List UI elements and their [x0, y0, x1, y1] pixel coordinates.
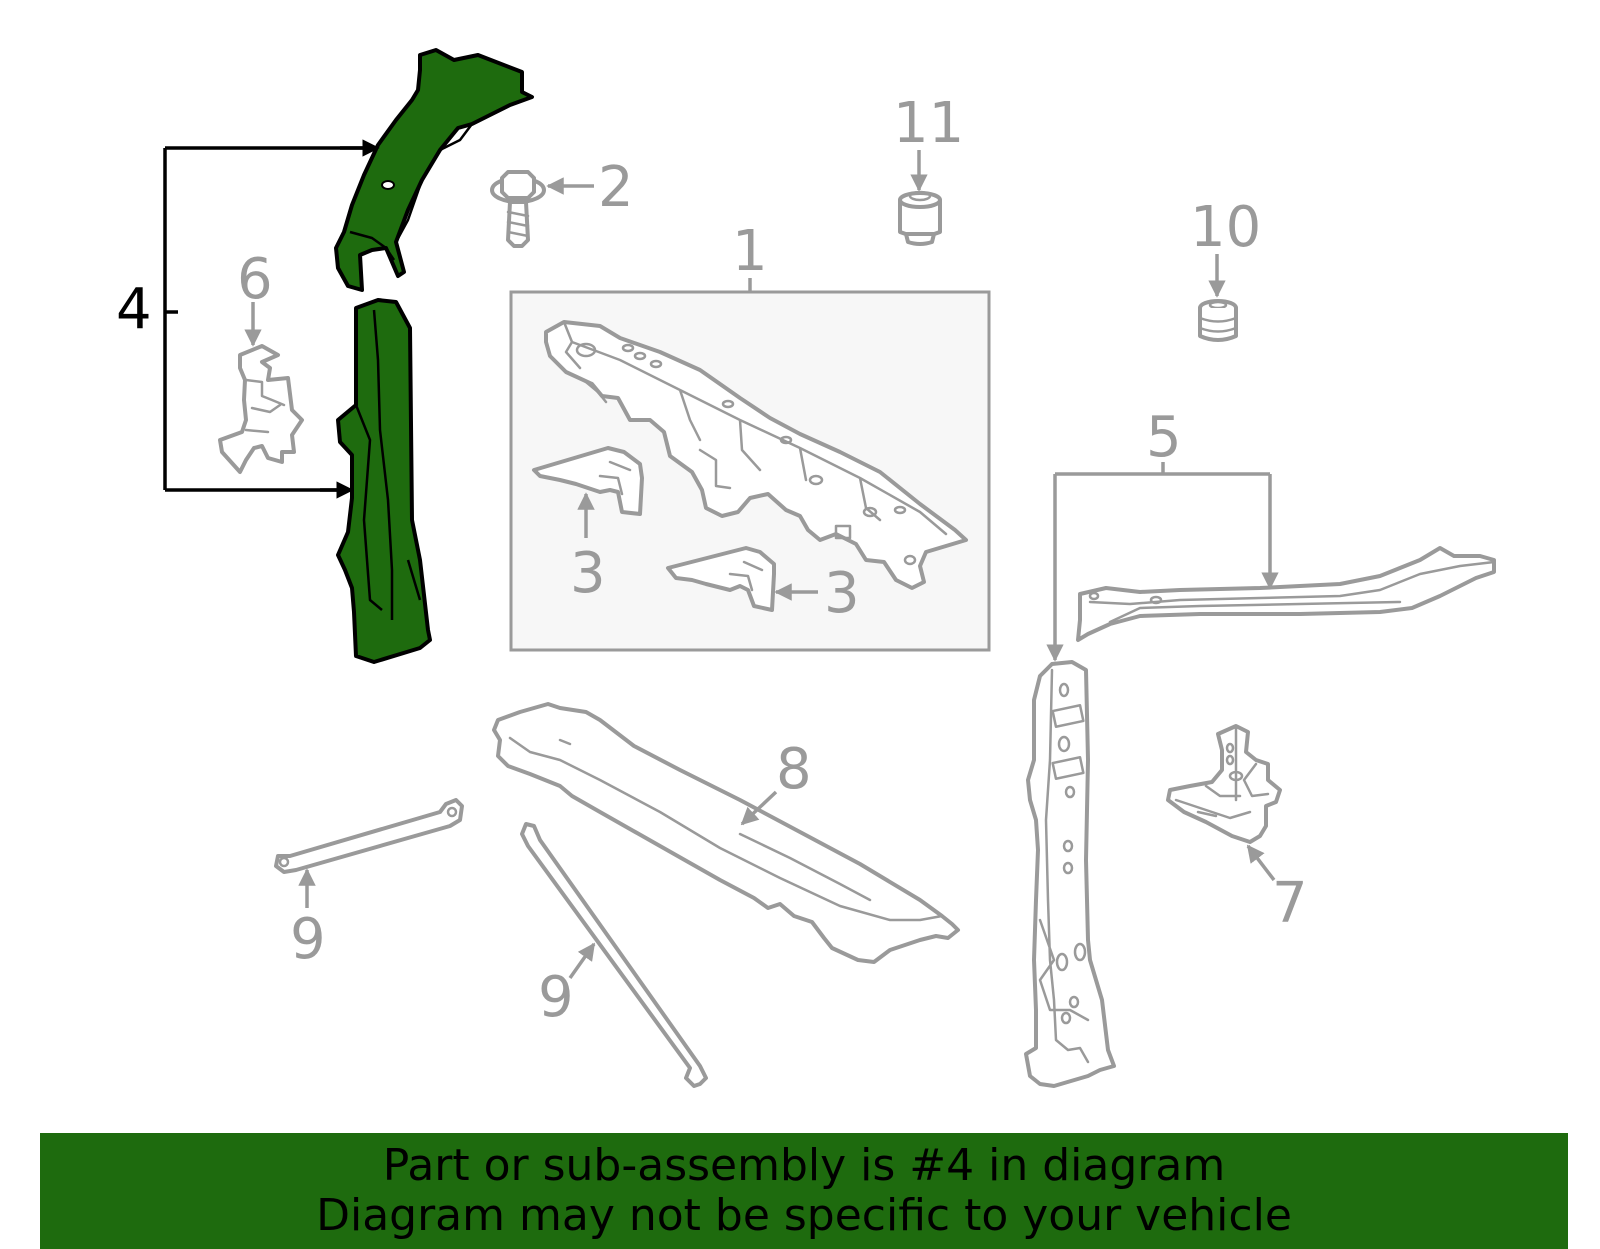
banner-line-1: Part or sub-assembly is #4 in diagram [382, 1140, 1226, 1191]
callout-10: 10 [1190, 195, 1261, 260]
part-4-lower-support[interactable] [336, 298, 432, 664]
part-5-upper-member[interactable] [1076, 546, 1496, 642]
part-2-bolt[interactable] [490, 170, 546, 248]
callout-4-leader [163, 139, 380, 499]
part-10-bushing[interactable] [1198, 299, 1238, 342]
callout-7-leader [1246, 844, 1276, 882]
callout-3a: 3 [570, 541, 606, 606]
callout-8: 8 [776, 737, 812, 802]
part-11-bushing[interactable] [898, 190, 942, 246]
part-3-bracket-b[interactable] [666, 546, 776, 612]
part-9-brace-b[interactable] [520, 822, 708, 1088]
callout-6: 6 [237, 247, 273, 312]
callout-2: 2 [598, 155, 634, 220]
part-4-upper-support[interactable] [334, 48, 534, 292]
part-1-upper-tie-bar[interactable] [544, 320, 968, 590]
part-7-bracket[interactable] [1166, 724, 1282, 844]
banner-line-2: Diagram may not be specific to your vehi… [316, 1190, 1292, 1241]
part-9-brace-a[interactable] [274, 798, 464, 874]
callout-1: 1 [732, 219, 768, 284]
callout-9a: 9 [290, 907, 326, 972]
callout-9b-leader [568, 942, 596, 980]
part-5-side-member[interactable] [1024, 660, 1116, 1088]
part-8-lower-support[interactable] [492, 702, 960, 964]
part-3-bracket-a[interactable] [532, 446, 644, 516]
callout-3b: 3 [824, 561, 860, 626]
callout-11: 11 [893, 91, 964, 156]
callout-9b: 9 [538, 965, 574, 1030]
callout-8-leader [740, 790, 778, 826]
info-banner: Part or sub-assembly is #4 in diagram Di… [40, 1133, 1568, 1249]
callout-4: 4 [116, 277, 152, 342]
part-6-bracket[interactable] [218, 344, 304, 474]
callout-5: 5 [1146, 405, 1182, 470]
callout-7: 7 [1272, 871, 1308, 936]
callout-5-leader [1046, 462, 1279, 662]
